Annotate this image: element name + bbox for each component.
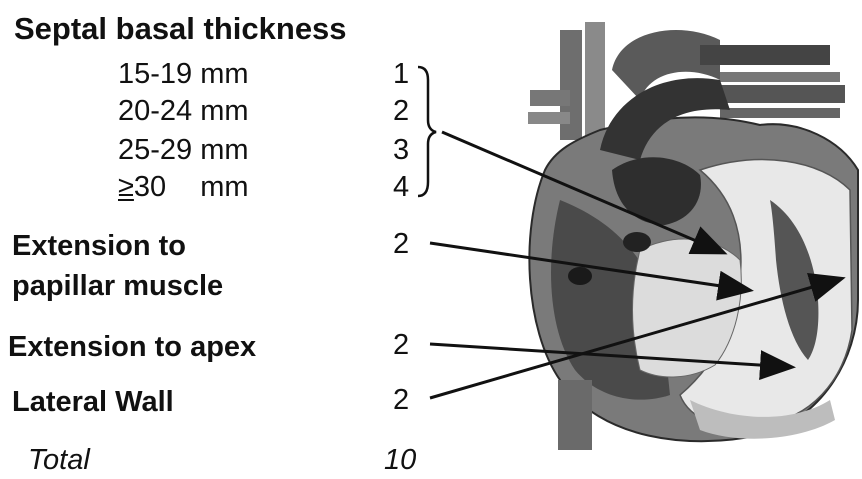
- criterion-apex: Extension to apex: [8, 333, 256, 362]
- range-value: 15-19: [118, 58, 192, 90]
- criterion-lateral-wall-score: 2: [393, 386, 409, 415]
- criterion-papillar-score: 2: [393, 230, 409, 259]
- range-unit: mm: [200, 171, 248, 203]
- range-unit: mm: [200, 58, 248, 90]
- range-value: 25-29: [118, 134, 192, 166]
- scores-bracket: [418, 67, 436, 196]
- diagram-title: Septal basal thickness: [14, 13, 347, 44]
- range-row-3: 25-29 mm: [118, 136, 249, 165]
- total-score: 10: [384, 446, 416, 475]
- range-unit: mm: [200, 95, 248, 127]
- total-label: Total: [28, 446, 90, 475]
- range-score-4: 4: [393, 173, 409, 202]
- range-unit: mm: [200, 134, 248, 166]
- greater-equal-symbol: ≥: [118, 171, 134, 203]
- criterion-lateral-wall: Lateral Wall: [12, 388, 174, 417]
- range-score-1: 1: [393, 60, 409, 89]
- range-row-2: 20-24 mm: [118, 97, 249, 126]
- range-score-3: 3: [393, 136, 409, 165]
- criterion-apex-score: 2: [393, 331, 409, 360]
- criterion-papillar-line2: papillar muscle: [12, 272, 223, 301]
- range-value: 30: [134, 171, 166, 203]
- range-score-2: 2: [393, 97, 409, 126]
- range-row-4: ≥30 mm: [118, 173, 249, 202]
- range-row-1: 15-19 mm: [118, 60, 249, 89]
- range-value: 20-24: [118, 95, 192, 127]
- criterion-papillar-line1: Extension to: [12, 232, 186, 261]
